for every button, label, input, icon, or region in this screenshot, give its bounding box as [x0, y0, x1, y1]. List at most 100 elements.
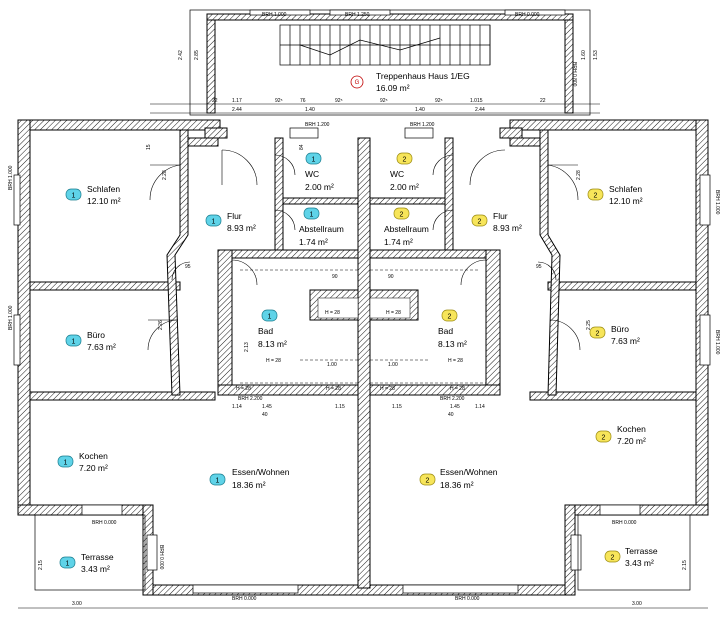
svg-text:Terrasse: Terrasse	[81, 552, 114, 562]
svg-text:7.20 m²: 7.20 m²	[617, 436, 646, 446]
svg-text:1: 1	[310, 212, 314, 219]
bottom-dimension-chain: 3.00 3.00	[18, 601, 708, 609]
dim-160-right: 1.60	[581, 50, 587, 60]
svg-text:1: 1	[66, 561, 70, 568]
top-dimension-chain: 1.17 92⁵ 76 92⁵ 92⁵ 92⁵ 1.015 2.44 1.40 …	[150, 98, 600, 114]
svg-text:Schlafen: Schlafen	[609, 184, 642, 194]
svg-text:1.15: 1.15	[392, 404, 402, 410]
svg-text:Essen/Wohnen: Essen/Wohnen	[440, 467, 498, 477]
svg-text:8.13 m²: 8.13 m²	[258, 339, 287, 349]
svg-text:BRH 0.000: BRH 0.000	[455, 596, 480, 602]
svg-text:1.15: 1.15	[335, 404, 345, 410]
svg-text:22: 22	[540, 98, 546, 104]
room-label-schlafen-2: 2 Schlafen 12.10 m²	[587, 184, 643, 206]
doors	[147, 149, 581, 351]
svg-text:BRH 1.000: BRH 1.000	[714, 330, 720, 355]
svg-text:1.14: 1.14	[475, 404, 485, 410]
stair-name: Treppenhaus Haus 1/EG	[376, 71, 470, 81]
svg-text:2.44: 2.44	[475, 107, 485, 113]
svg-text:BRH 2.200: BRH 2.200	[440, 396, 465, 402]
svg-text:2.28: 2.28	[576, 170, 582, 180]
dim-153-right: 1.53	[593, 50, 599, 60]
svg-text:BRH 1.000: BRH 1.000	[714, 190, 720, 215]
svg-text:Terrasse: Terrasse	[625, 546, 658, 556]
svg-text:8.93 m²: 8.93 m²	[493, 223, 522, 233]
svg-text:2.28: 2.28	[162, 170, 168, 180]
room-label-terrasse-2: 2 Terrasse 3.43 m²	[604, 546, 658, 568]
svg-text:BRH 1.000: BRH 1.000	[8, 305, 14, 330]
svg-text:2: 2	[448, 314, 452, 321]
svg-text:18.36 m²: 18.36 m²	[440, 480, 474, 490]
svg-text:Abstellraum: Abstellraum	[299, 224, 344, 234]
dim-brh1250: BRH 1.250	[345, 12, 370, 18]
svg-text:95: 95	[185, 264, 191, 270]
svg-text:1: 1	[72, 193, 76, 200]
room-label-flur-2: 2 Flur 8.93 m²	[471, 211, 522, 233]
svg-text:1.45: 1.45	[262, 404, 272, 410]
svg-text:1: 1	[212, 219, 216, 226]
svg-text:1.40: 1.40	[305, 107, 315, 113]
svg-text:2: 2	[594, 193, 598, 200]
svg-text:92⁵: 92⁵	[435, 98, 443, 104]
svg-text:2.00 m²: 2.00 m²	[305, 182, 334, 192]
svg-text:Kochen: Kochen	[617, 424, 646, 434]
interior-dimensions: BRH 2.200 BRH 2.200 1.14 1.45 1.15 1.15 …	[38, 144, 688, 570]
svg-text:BRH 1.000: BRH 1.000	[8, 165, 14, 190]
svg-text:7.63 m²: 7.63 m²	[87, 342, 116, 352]
dim-242-left: 2.42	[178, 50, 184, 60]
svg-text:1.74 m²: 1.74 m²	[299, 237, 328, 247]
svg-text:1: 1	[64, 460, 68, 467]
room-label-terrasse-1: 1 Terrasse 3.43 m²	[59, 552, 114, 574]
svg-text:18.36 m²: 18.36 m²	[232, 480, 266, 490]
svg-text:2.26: 2.26	[158, 320, 164, 330]
svg-text:1.00: 1.00	[388, 362, 398, 368]
svg-text:12.10 m²: 12.10 m²	[87, 196, 121, 206]
svg-text:Flur: Flur	[493, 211, 508, 221]
svg-text:Schlafen: Schlafen	[87, 184, 120, 194]
svg-text:3.00: 3.00	[632, 601, 642, 607]
svg-text:40: 40	[448, 412, 454, 418]
svg-text:3.43 m²: 3.43 m²	[81, 564, 110, 574]
room-label-buero-2: 2 Büro 7.63 m²	[589, 324, 640, 346]
svg-text:H = 28: H = 28	[386, 310, 401, 316]
svg-text:1: 1	[216, 478, 220, 485]
svg-text:92⁵: 92⁵	[335, 98, 343, 104]
room-label-essen-2: 2 Essen/Wohnen 18.36 m²	[419, 467, 498, 490]
svg-text:BRH 2.200: BRH 2.200	[238, 396, 263, 402]
svg-text:2: 2	[478, 219, 482, 226]
svg-text:2.15: 2.15	[38, 560, 44, 570]
svg-text:BRH 1.200: BRH 1.200	[410, 122, 435, 128]
windows: BRH 1.000 BRH 1.000 BRH 1.000 BRH 1.000 …	[8, 122, 720, 602]
svg-text:Essen/Wohnen: Essen/Wohnen	[232, 467, 290, 477]
svg-text:92⁵: 92⁵	[275, 98, 283, 104]
room-label-kochen-2: 2 Kochen 7.20 m²	[595, 424, 646, 446]
svg-text:H = 28: H = 28	[450, 386, 465, 392]
svg-text:H = 28: H = 28	[266, 358, 281, 364]
svg-text:2: 2	[602, 435, 606, 442]
svg-text:22: 22	[212, 98, 218, 104]
dim-285-left: 2.85	[194, 50, 200, 60]
staircase: BRH 1.000 BRH 1.250 BRH 0.000 BRH 0.800 …	[178, 9, 599, 116]
stair-treads	[279, 24, 491, 66]
svg-text:WC: WC	[390, 169, 404, 179]
svg-text:7.20 m²: 7.20 m²	[79, 463, 108, 473]
svg-text:Bad: Bad	[258, 326, 273, 336]
room-label-wc-2: 2 WC 2.00 m²	[390, 152, 419, 192]
stair-area: 16.09 m²	[376, 83, 410, 93]
svg-text:2.00 m²: 2.00 m²	[390, 182, 419, 192]
svg-text:Abstellraum: Abstellraum	[384, 224, 429, 234]
room-label-buero-1: 1 Büro 7.63 m²	[65, 330, 116, 352]
svg-text:2: 2	[611, 555, 615, 562]
svg-text:BRH 0.000: BRH 0.000	[158, 545, 164, 570]
room-label-schlafen-1: 1 Schlafen 12.10 m²	[65, 184, 121, 206]
svg-text:1.14: 1.14	[232, 404, 242, 410]
svg-text:1.00: 1.00	[327, 362, 337, 368]
room-labels: 1 Schlafen 12.10 m² 1 Flur 8.93 m² 1 WC …	[57, 152, 658, 574]
svg-text:84: 84	[299, 144, 305, 150]
room-label-bad-1: 1 Bad 8.13 m²	[258, 309, 287, 349]
svg-text:92⁵: 92⁵	[380, 98, 388, 104]
svg-text:Bad: Bad	[438, 326, 453, 336]
room-label-bad-2: 2 Bad 8.13 m²	[438, 309, 467, 349]
svg-text:8.13 m²: 8.13 m²	[438, 339, 467, 349]
